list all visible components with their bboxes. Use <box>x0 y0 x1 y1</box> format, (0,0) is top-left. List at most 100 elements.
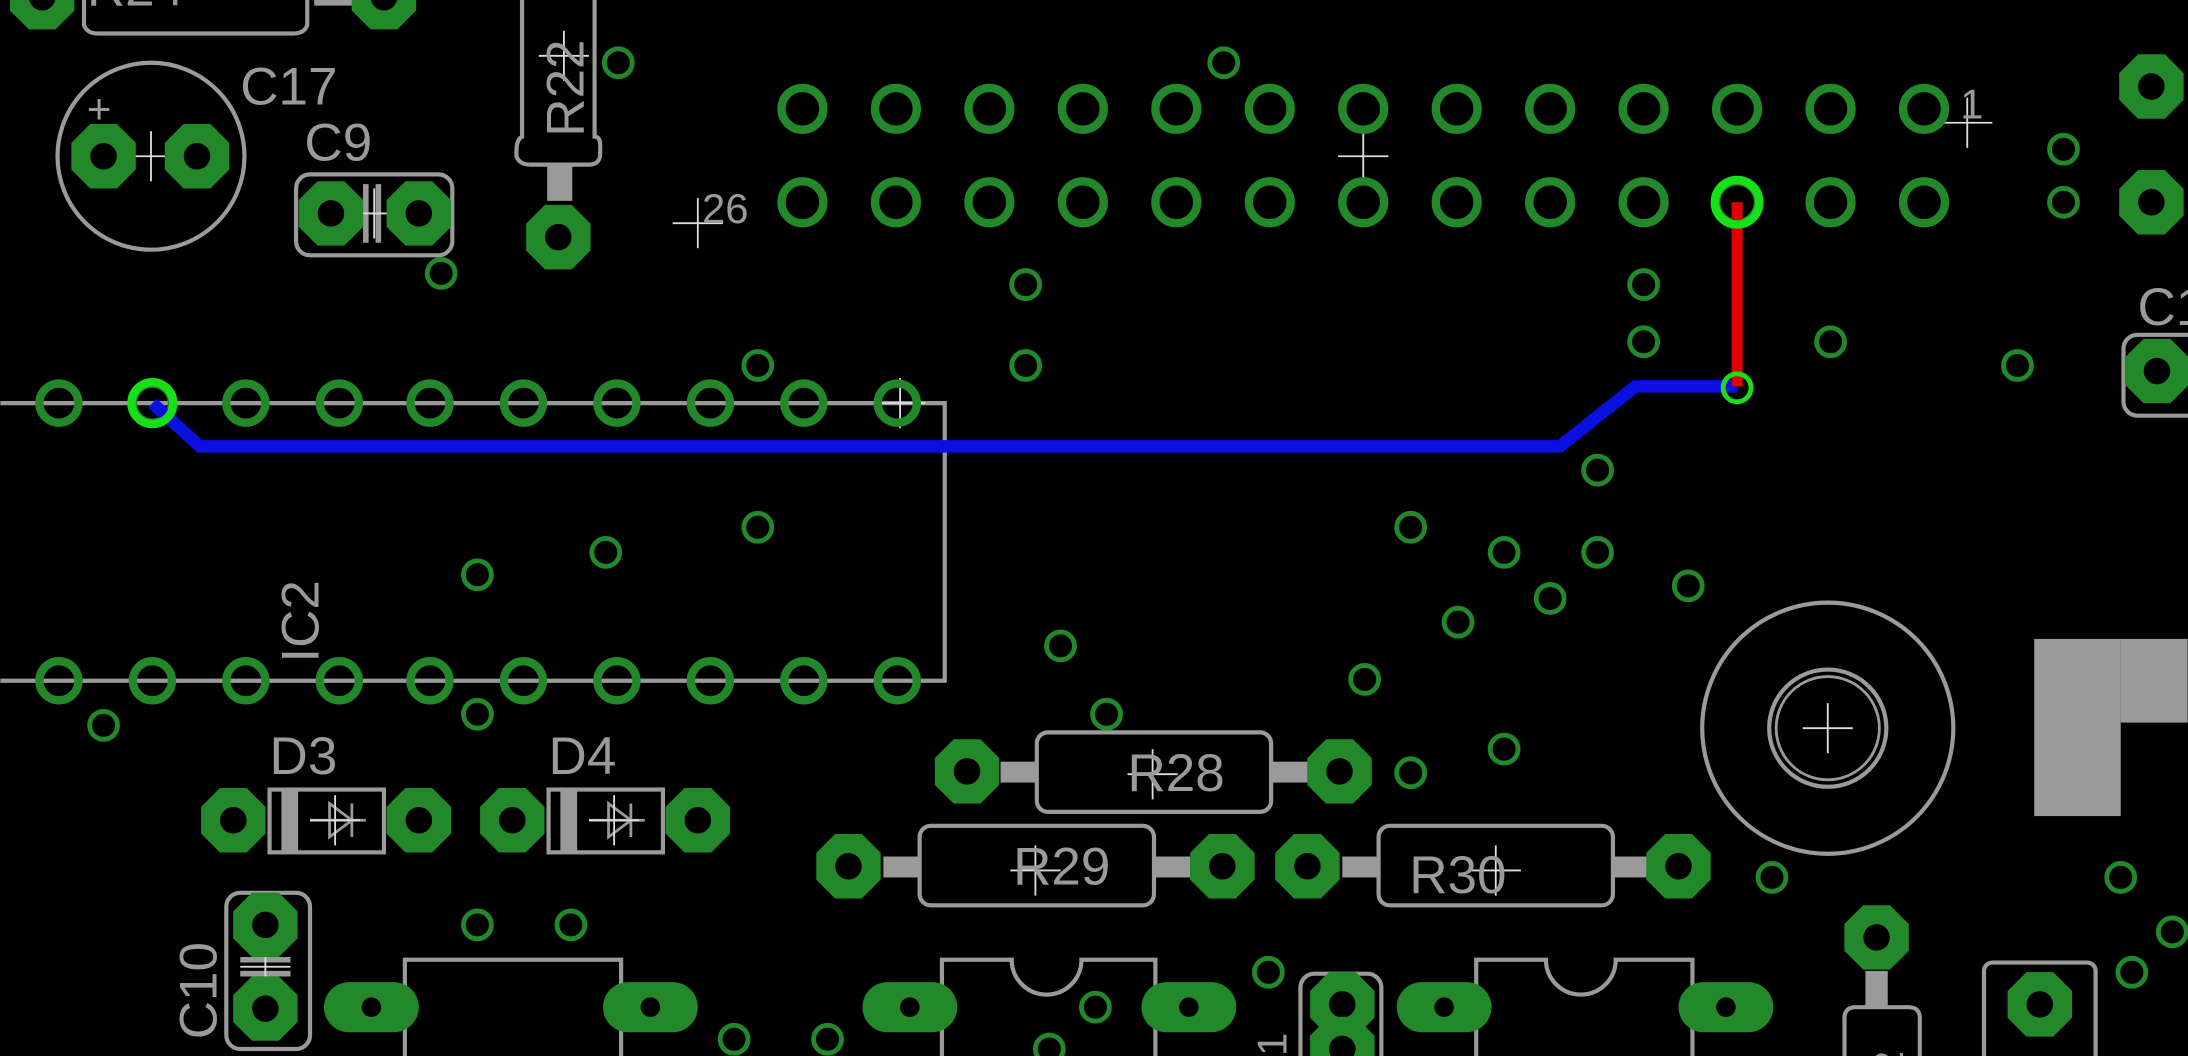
header-pad[interactable] <box>1805 83 1856 134</box>
header-pad[interactable] <box>1057 83 1108 134</box>
ic2-pin-pad[interactable] <box>128 657 177 705</box>
ic2-pin-pad[interactable] <box>35 657 83 705</box>
via[interactable] <box>554 908 588 942</box>
via[interactable] <box>1627 268 1661 301</box>
via[interactable] <box>461 908 494 942</box>
via[interactable] <box>1814 325 1847 359</box>
via[interactable] <box>1487 732 1521 766</box>
origin-cross <box>1470 845 1521 896</box>
drill-hole <box>1326 758 1353 785</box>
ic2-pin-pad[interactable] <box>499 657 548 705</box>
ic2-pin-pad[interactable] <box>315 379 364 427</box>
via[interactable] <box>1755 861 1789 894</box>
header-pad[interactable] <box>1898 177 1950 228</box>
via[interactable] <box>1009 349 1043 382</box>
header-pad[interactable] <box>964 83 1015 134</box>
via[interactable] <box>2001 349 2034 382</box>
via[interactable] <box>741 349 775 382</box>
header-pad[interactable] <box>1711 83 1763 134</box>
via[interactable] <box>1348 662 1382 696</box>
octagon-pad[interactable] <box>351 0 417 30</box>
via[interactable] <box>87 708 120 742</box>
ic2-pin-pad[interactable] <box>686 379 735 427</box>
header-pad[interactable] <box>1057 177 1108 228</box>
selected-pad[interactable] <box>127 378 178 429</box>
via[interactable] <box>589 536 623 569</box>
ic2-pin-pad[interactable] <box>35 379 83 427</box>
header-pad[interactable] <box>1151 83 1202 134</box>
via[interactable] <box>1009 268 1043 301</box>
via[interactable] <box>1394 756 1428 790</box>
selected-via[interactable] <box>1720 371 1754 405</box>
ic2-pin-pad[interactable] <box>499 379 548 427</box>
ic2-pin-pad[interactable] <box>780 379 828 427</box>
via[interactable] <box>2115 955 2149 989</box>
header-pad[interactable] <box>777 177 828 228</box>
via[interactable] <box>1671 569 1705 603</box>
via[interactable] <box>2047 132 2080 166</box>
ic2-pin-pad[interactable] <box>780 657 828 705</box>
via[interactable] <box>424 257 458 290</box>
ic2-pin-pad[interactable] <box>406 657 454 705</box>
header-pad[interactable] <box>777 83 828 134</box>
header-pad[interactable] <box>1431 83 1482 134</box>
ic2-pin-pad[interactable] <box>406 379 454 427</box>
via[interactable] <box>1207 46 1241 80</box>
smd-pad <box>2120 638 2188 723</box>
drill-hole <box>1179 997 1199 1017</box>
header-pad[interactable] <box>1618 177 1669 228</box>
header-pad[interactable] <box>1805 177 1856 228</box>
ic2-pin-pad[interactable] <box>222 379 270 427</box>
via[interactable] <box>601 46 635 80</box>
header-pad[interactable] <box>1431 177 1482 228</box>
ic2-pin-pad[interactable] <box>873 657 922 705</box>
ic2-pin-pad[interactable] <box>593 379 641 427</box>
via[interactable] <box>1627 325 1661 359</box>
via[interactable] <box>1581 536 1614 569</box>
via[interactable] <box>461 697 494 731</box>
via[interactable] <box>1251 955 1285 989</box>
via[interactable] <box>1533 582 1567 615</box>
octagon-pad[interactable] <box>9 0 75 30</box>
origin-cross <box>1942 97 1993 148</box>
header-pad[interactable] <box>1151 177 1202 228</box>
via[interactable] <box>1441 605 1475 639</box>
header-pad[interactable] <box>964 177 1015 228</box>
ic2-pin-pad[interactable] <box>315 657 364 705</box>
label-ic2: IC2 <box>271 580 330 662</box>
via[interactable] <box>1032 1032 1066 1056</box>
r24-outline <box>81 0 310 36</box>
via[interactable] <box>461 558 494 592</box>
ic2-pin-pad[interactable] <box>873 379 922 427</box>
bottom-trace[interactable] <box>148 380 1738 453</box>
via[interactable] <box>1079 990 1112 1024</box>
via[interactable] <box>741 510 775 544</box>
header-pad[interactable] <box>1338 83 1389 134</box>
header-pad[interactable] <box>1338 177 1389 228</box>
ic2-pin-pad[interactable] <box>222 657 270 705</box>
header-pad[interactable] <box>1618 83 1669 134</box>
header-pad[interactable] <box>1244 83 1295 134</box>
header-pad[interactable] <box>1525 177 1576 228</box>
header-pad[interactable] <box>870 177 922 228</box>
drill-hole <box>317 200 345 227</box>
selected-pad[interactable] <box>1710 175 1764 229</box>
drill-hole <box>90 142 117 170</box>
via[interactable] <box>811 1022 844 1056</box>
via[interactable] <box>1487 536 1521 569</box>
header-pad[interactable] <box>1244 177 1295 228</box>
via[interactable] <box>2047 185 2080 219</box>
via[interactable] <box>1394 510 1428 544</box>
via[interactable] <box>2155 915 2188 949</box>
via[interactable] <box>2104 861 2138 894</box>
ic2-pin-pad[interactable] <box>593 657 641 705</box>
via[interactable] <box>1581 453 1614 487</box>
header-pad[interactable] <box>870 83 922 134</box>
header-pad[interactable] <box>1525 83 1576 134</box>
via[interactable] <box>1090 697 1123 731</box>
header-pad[interactable] <box>1898 83 1950 134</box>
ic2-pin-pad[interactable] <box>686 657 735 705</box>
via[interactable] <box>1044 629 1077 663</box>
via[interactable] <box>717 1022 751 1056</box>
